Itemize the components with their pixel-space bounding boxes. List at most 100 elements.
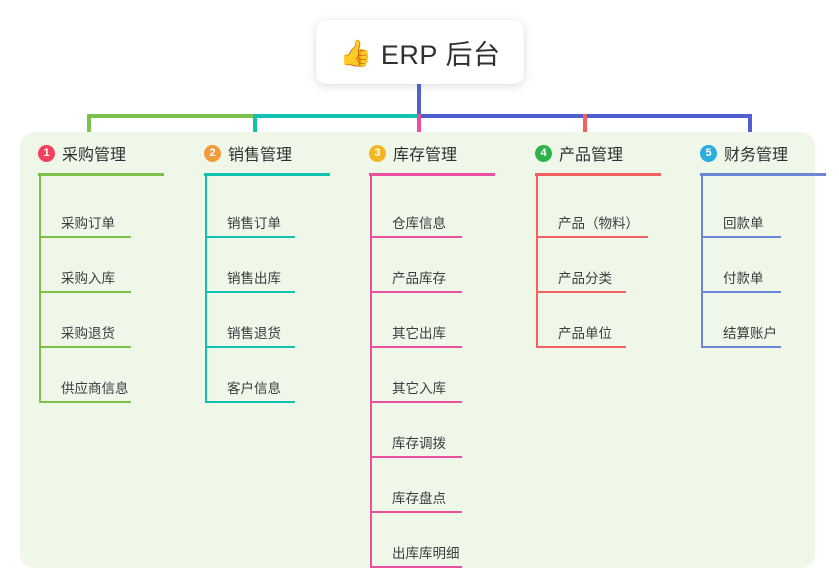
- module-item[interactable]: 销售订单: [205, 208, 305, 238]
- module-item[interactable]: 其它出库: [370, 318, 472, 348]
- module-item[interactable]: 库存调拨: [370, 428, 472, 458]
- module-item-underline: [370, 346, 462, 348]
- column-number-badge: 4: [535, 144, 552, 162]
- module-item-label: 产品（物料）: [558, 216, 639, 231]
- module-item[interactable]: 销售出库: [205, 263, 305, 293]
- module-item[interactable]: 产品分类: [536, 263, 636, 293]
- column-header-purchasing[interactable]: 1 采购管理: [20, 140, 126, 166]
- module-item-underline: [39, 291, 131, 293]
- module-item-underline: [536, 236, 648, 238]
- column-number-badge: 5: [700, 144, 717, 162]
- thumbs-up-icon: 👍: [339, 38, 372, 68]
- module-item-label: 仓库信息: [392, 216, 446, 231]
- column-underline: [369, 173, 495, 176]
- column-header-sales[interactable]: 2 销售管理: [186, 140, 292, 166]
- module-item-label: 供应商信息: [61, 381, 129, 396]
- module-item-label: 客户信息: [227, 381, 281, 396]
- module-item-underline: [536, 346, 626, 348]
- modules-panel: [20, 132, 815, 568]
- connector-teal-segment: [253, 114, 417, 118]
- column-number-badge: 2: [204, 144, 221, 162]
- module-item-underline: [370, 511, 462, 513]
- column-spine: [39, 174, 41, 403]
- module-column-sales: 2 销售管理销售订单销售出库销售退货客户信息: [186, 140, 330, 403]
- module-item[interactable]: 库存盘点: [370, 483, 472, 513]
- connector-drop-finance: [748, 114, 752, 146]
- module-item-underline: [370, 456, 462, 458]
- module-item-underline: [205, 401, 295, 403]
- module-item-underline: [370, 566, 462, 568]
- column-title: 采购管理: [62, 147, 127, 164]
- module-item-underline: [370, 291, 462, 293]
- module-item-label: 采购退货: [61, 326, 115, 341]
- connector-green-segment: [87, 114, 253, 118]
- module-item-label: 其它出库: [392, 326, 446, 341]
- module-item-label: 产品单位: [558, 326, 612, 341]
- module-item-underline: [370, 236, 462, 238]
- module-item[interactable]: 结算账户: [701, 318, 791, 348]
- module-item[interactable]: 供应商信息: [39, 373, 141, 403]
- module-item-underline: [39, 346, 131, 348]
- module-item[interactable]: 出库库明细: [370, 538, 472, 568]
- module-item-label: 库存盘点: [392, 491, 446, 506]
- module-item[interactable]: 仓库信息: [370, 208, 472, 238]
- module-item[interactable]: 采购订单: [39, 208, 141, 238]
- module-column-inventory: 3 库存管理仓库信息产品库存其它出库其它入库库存调拨库存盘点出库库明细: [351, 140, 495, 568]
- module-item-label: 销售订单: [227, 216, 281, 231]
- connector-drop-sales: [253, 114, 257, 146]
- module-item[interactable]: 客户信息: [205, 373, 305, 403]
- column-number-badge: 1: [38, 144, 55, 162]
- connector-drop-product: [583, 114, 587, 146]
- diagram-title-card: 👍 ERP 后台: [316, 20, 524, 84]
- module-item[interactable]: 回款单: [701, 208, 791, 238]
- column-spine: [536, 174, 538, 348]
- column-header-finance[interactable]: 5 财务管理: [682, 140, 788, 166]
- module-column-purchasing: 1 采购管理采购订单采购入库采购退货供应商信息: [20, 140, 164, 403]
- module-item[interactable]: 采购入库: [39, 263, 141, 293]
- column-header-inventory[interactable]: 3 库存管理: [351, 140, 457, 166]
- module-item-label: 产品库存: [392, 271, 446, 286]
- column-underline: [535, 173, 661, 176]
- module-item-label: 销售退货: [227, 326, 281, 341]
- module-item-underline: [39, 236, 131, 238]
- column-number-badge: 3: [369, 144, 386, 162]
- module-item-underline: [536, 291, 626, 293]
- module-item-label: 库存调拨: [392, 436, 446, 451]
- column-underline: [204, 173, 330, 176]
- column-title: 销售管理: [228, 147, 293, 164]
- module-item-underline: [205, 291, 295, 293]
- module-item-label: 其它入库: [392, 381, 446, 396]
- module-item[interactable]: 产品库存: [370, 263, 472, 293]
- module-item-label: 回款单: [723, 216, 764, 231]
- module-item-underline: [370, 401, 462, 403]
- module-item-underline: [701, 291, 781, 293]
- column-spine: [370, 174, 372, 568]
- module-column-finance: 5 财务管理回款单付款单结算账户: [682, 140, 826, 348]
- module-item[interactable]: 产品（物料）: [536, 208, 658, 238]
- module-item-underline: [701, 236, 781, 238]
- module-item-label: 产品分类: [558, 271, 612, 286]
- module-item-underline: [701, 346, 781, 348]
- module-item[interactable]: 产品单位: [536, 318, 636, 348]
- module-item-underline: [39, 401, 131, 403]
- page-title: ERP 后台: [380, 39, 501, 70]
- column-title: 库存管理: [393, 147, 458, 164]
- module-item-underline: [205, 236, 295, 238]
- module-item[interactable]: 销售退货: [205, 318, 305, 348]
- module-item-label: 采购订单: [61, 216, 115, 231]
- module-item-underline: [205, 346, 295, 348]
- module-item-label: 销售出库: [227, 271, 281, 286]
- module-item-label: 出库库明细: [392, 546, 460, 561]
- module-item[interactable]: 采购退货: [39, 318, 141, 348]
- module-item-label: 采购入库: [61, 271, 115, 286]
- column-spine: [205, 174, 207, 403]
- connector-drop-inventory: [417, 114, 421, 146]
- module-item[interactable]: 其它入库: [370, 373, 472, 403]
- connector-stem: [417, 84, 421, 116]
- column-title: 财务管理: [724, 147, 789, 164]
- module-item-label: 结算账户: [723, 326, 777, 341]
- column-underline: [38, 173, 164, 176]
- module-item[interactable]: 付款单: [701, 263, 791, 293]
